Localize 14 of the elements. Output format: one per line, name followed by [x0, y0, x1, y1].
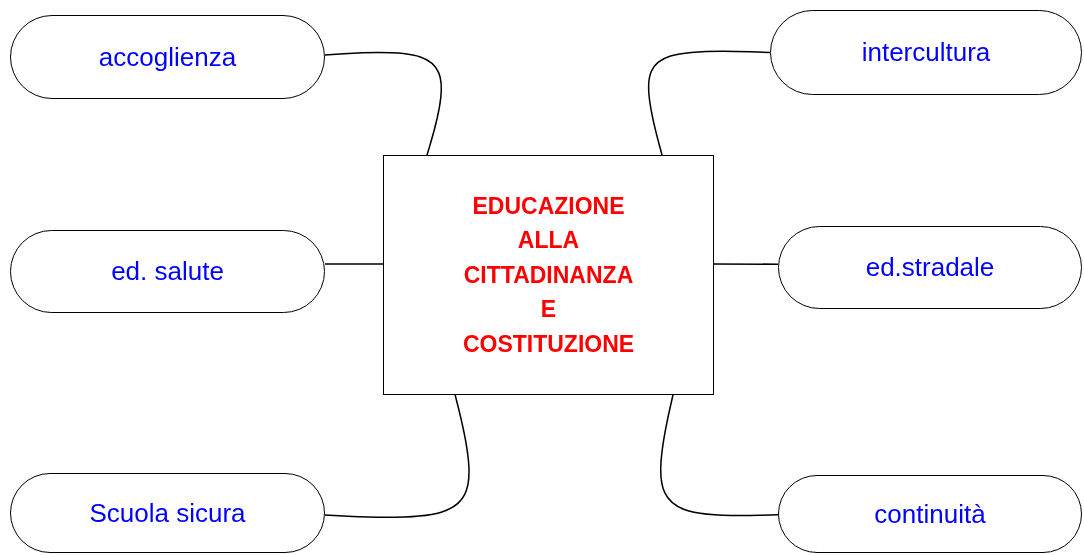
connector-line: [324, 51, 443, 156]
connector-line: [647, 50, 771, 156]
title-text: EDUCAZIONE ALLA CITTADINANZA E COSTITUZIONE: [462, 191, 635, 359]
connector-line: [324, 263, 384, 265]
connector-line: [660, 394, 779, 517]
topic-label: ed.stradale: [865, 252, 995, 283]
connector-line: [324, 394, 470, 519]
topic-label: accoglienza: [98, 41, 237, 73]
topic-label: continuità: [874, 498, 986, 530]
topic-label: ed. salute: [111, 256, 224, 287]
topic-box: [383, 155, 714, 395]
topic-label: intercultura: [861, 37, 991, 68]
connector-line: [713, 263, 779, 265]
topic-label: Scuola sicura: [89, 497, 246, 529]
